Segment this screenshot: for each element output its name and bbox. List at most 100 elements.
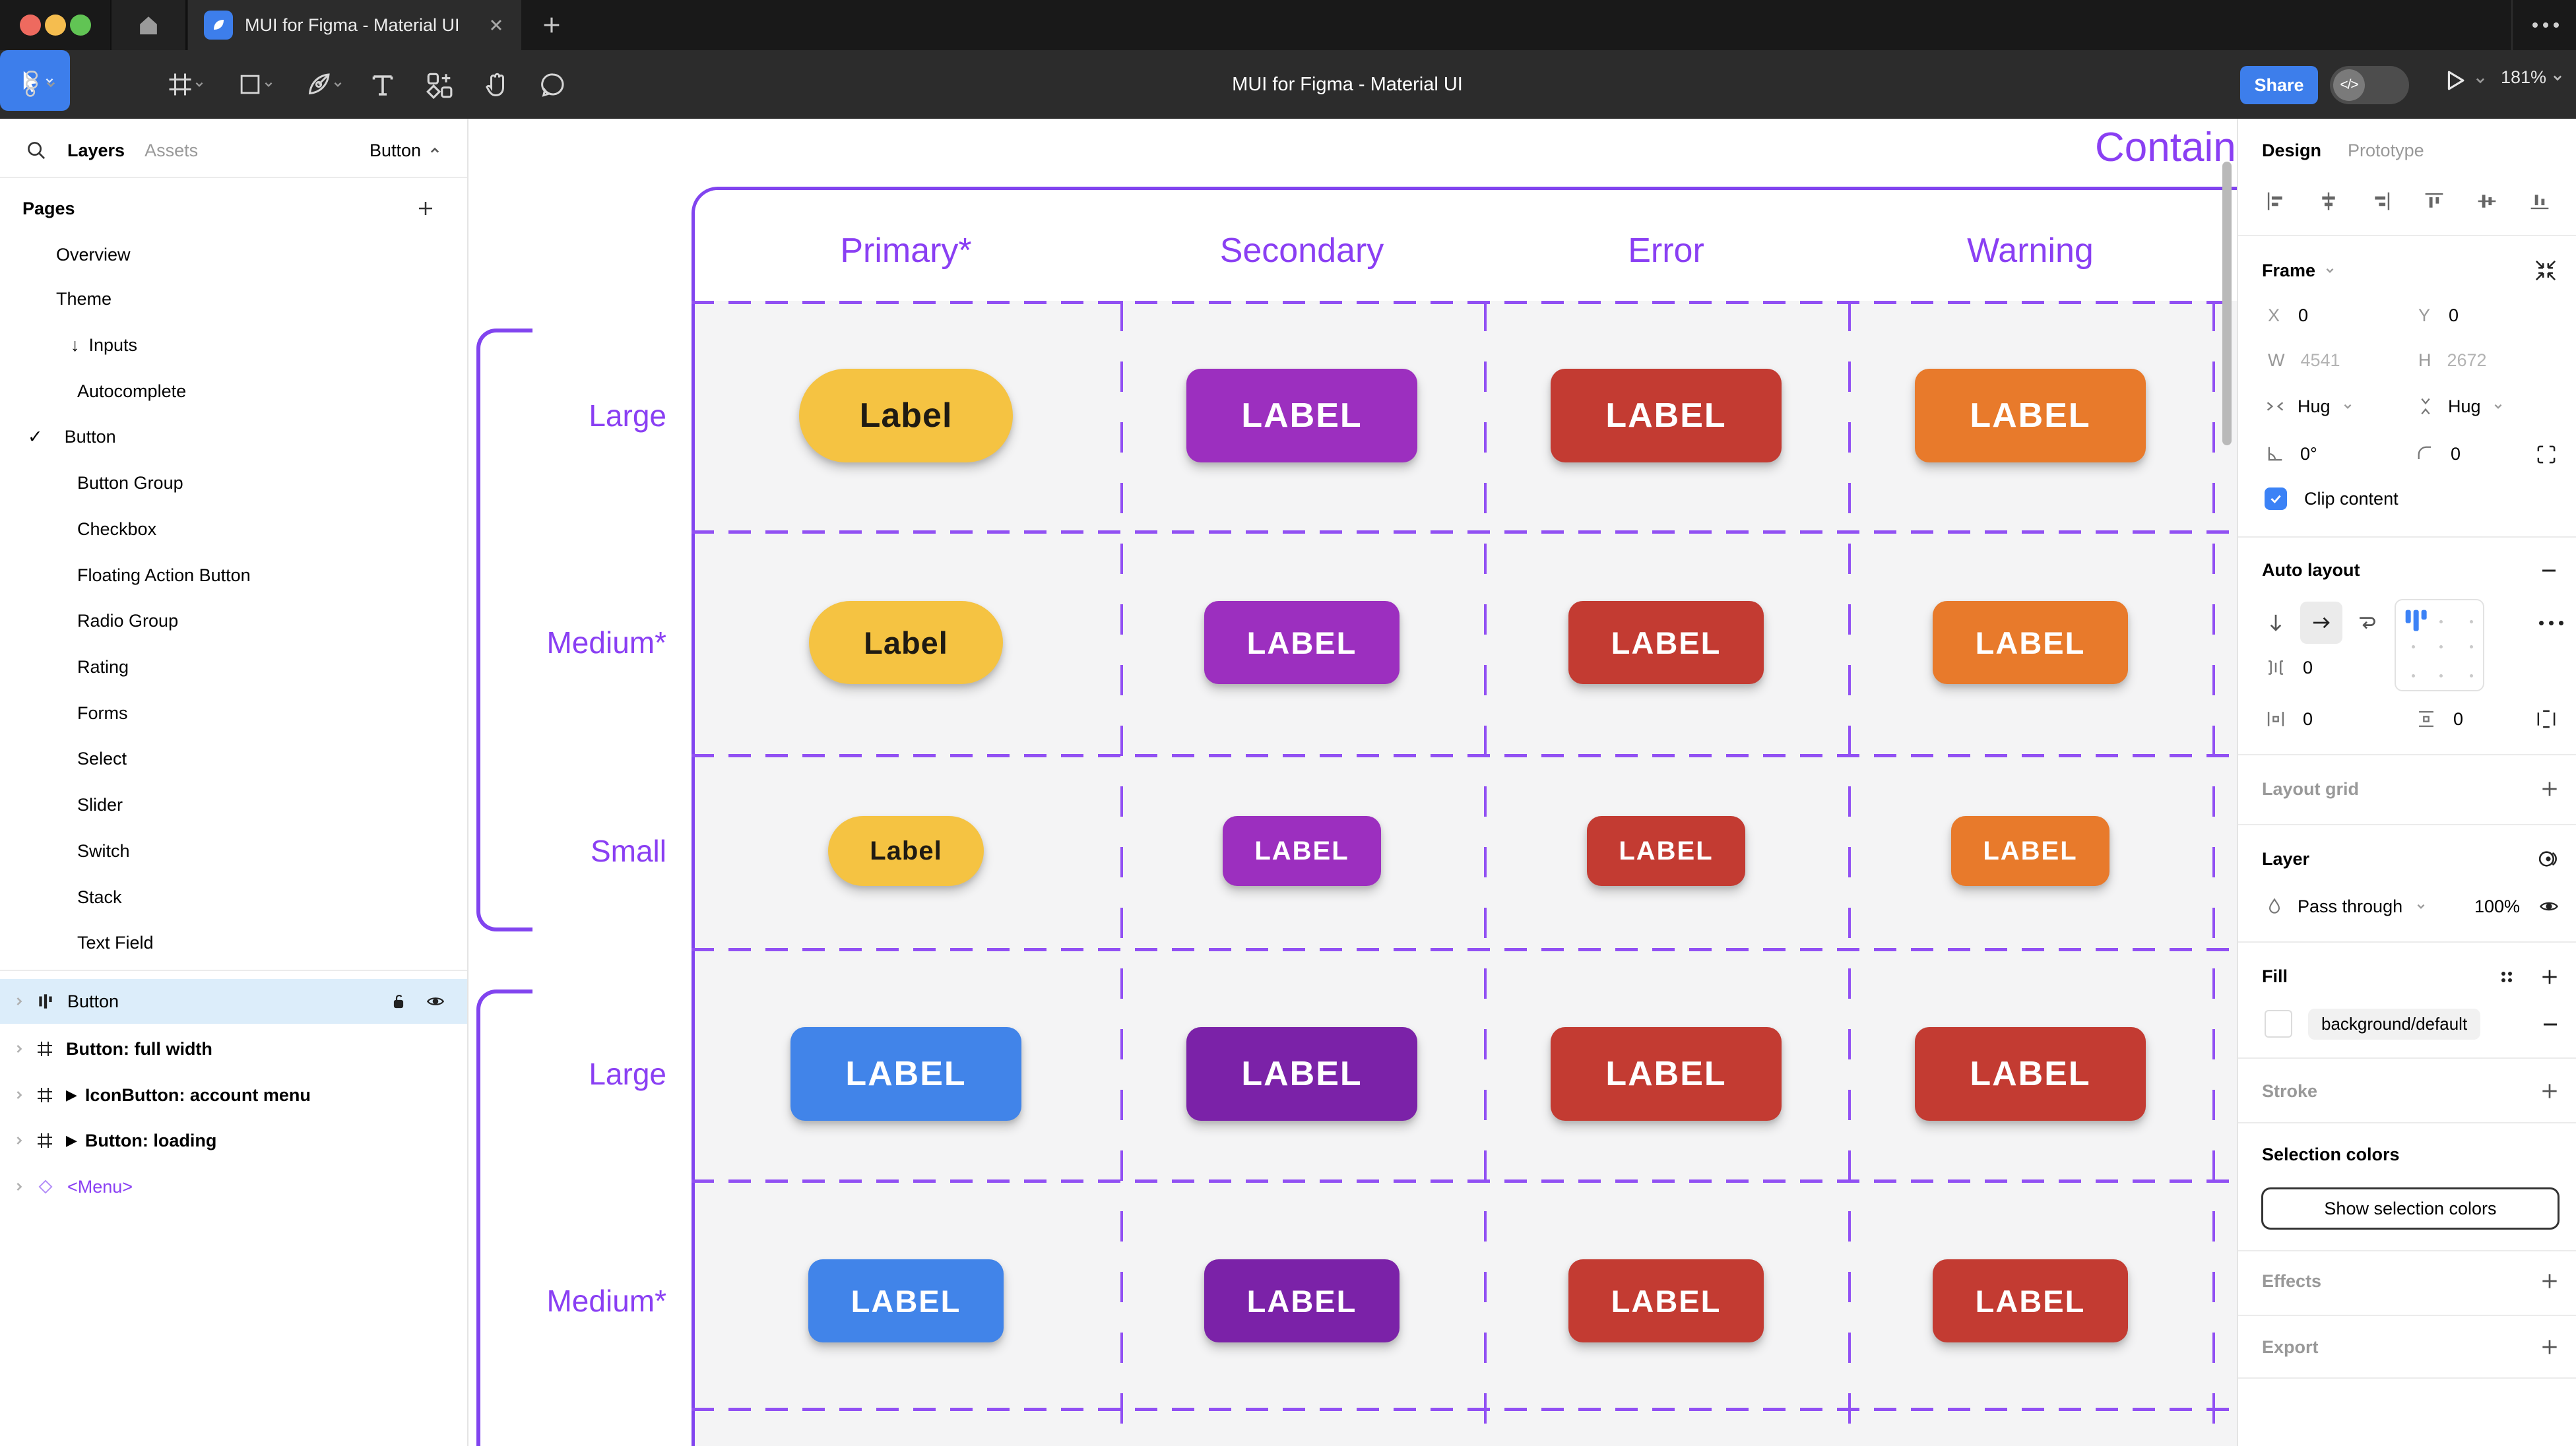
button-primary-large[interactable]: Label (799, 369, 1013, 462)
layer-row-button-full-width[interactable]: Button: full width (13, 1029, 212, 1069)
add-layout-grid-icon[interactable] (2539, 778, 2560, 800)
page-item-floating-action-button[interactable]: Floating Action Button (77, 565, 251, 585)
text-tool[interactable] (360, 50, 406, 119)
button-secondary-medium-2[interactable]: LABEL (1204, 1259, 1400, 1342)
button-primary-small[interactable]: Label (828, 816, 984, 886)
horizontal-sizing-dropdown[interactable]: Hug (2265, 389, 2353, 424)
button-warning-large-2[interactable]: LABEL (1915, 1027, 2146, 1121)
layer-row-button[interactable]: Button (13, 982, 462, 1021)
page-item-text-field[interactable]: Text Field (77, 932, 154, 953)
button-primary-large-2[interactable]: LABEL (790, 1027, 1021, 1121)
dev-mode-toggle[interactable]: </> (2330, 66, 2409, 104)
window-menu-button[interactable] (2526, 9, 2565, 41)
button-error-large[interactable]: LABEL (1551, 369, 1782, 462)
frame-tool[interactable] (157, 50, 214, 119)
align-bottom-icon[interactable] (2528, 190, 2551, 212)
remove-auto-layout-icon[interactable] (2539, 561, 2559, 581)
button-error-large-2[interactable]: LABEL (1551, 1027, 1782, 1121)
button-secondary-large[interactable]: LABEL (1186, 369, 1417, 462)
search-icon[interactable] (25, 139, 48, 162)
page-item-stack[interactable]: Stack (77, 887, 122, 907)
chevron-right-icon[interactable] (13, 1181, 25, 1193)
corner-radius-field[interactable]: 0 (2415, 437, 2461, 471)
alignment-grid[interactable] (2395, 599, 2484, 691)
new-tab-button[interactable] (536, 9, 567, 41)
button-error-medium-2[interactable]: LABEL (1568, 1259, 1764, 1342)
blend-mode-dropdown[interactable]: Pass through (2265, 889, 2426, 924)
direction-vertical-icon[interactable] (2265, 612, 2287, 634)
show-selection-colors-button[interactable]: Show selection colors (2261, 1187, 2560, 1230)
vertical-sizing-dropdown[interactable]: Hug (2415, 389, 2503, 424)
remove-fill-icon[interactable] (2540, 1015, 2560, 1034)
maximize-window-button[interactable] (70, 15, 91, 36)
tab-layers[interactable]: Layers (67, 140, 125, 160)
horizontal-padding-field[interactable]: 0 (2265, 702, 2313, 736)
button-secondary-large-2[interactable]: LABEL (1186, 1027, 1417, 1121)
chevron-right-icon[interactable] (13, 1135, 25, 1147)
page-selector[interactable]: Button (370, 132, 441, 169)
layer-row-menu-instance[interactable]: <Menu> (13, 1167, 133, 1207)
shape-tool[interactable] (227, 50, 284, 119)
item-spacing-field[interactable]: 0 (2265, 650, 2313, 685)
page-item-overview[interactable]: Overview (56, 244, 131, 265)
button-error-small[interactable]: LABEL (1587, 816, 1745, 886)
button-warning-medium[interactable]: LABEL (1933, 601, 2128, 684)
zoom-control[interactable]: 181% (2501, 67, 2572, 88)
checkbox-checked-icon[interactable] (2265, 487, 2287, 510)
page-item-slider[interactable]: Slider (77, 794, 123, 815)
close-tab-icon[interactable] (487, 16, 505, 34)
button-secondary-medium[interactable]: LABEL (1204, 601, 1400, 684)
clip-content-control[interactable]: Clip content (2265, 482, 2399, 516)
pen-tool[interactable] (296, 50, 352, 119)
rotation-field[interactable]: 0° (2265, 437, 2317, 471)
add-page-button[interactable] (416, 190, 435, 227)
tab-prototype[interactable]: Prototype (2348, 140, 2424, 160)
page-item-button[interactable]: ✓ Button (28, 426, 116, 447)
hand-tool[interactable] (470, 50, 523, 119)
align-horizontal-center-icon[interactable] (2317, 190, 2340, 212)
vertical-padding-field[interactable]: 0 (2415, 702, 2463, 736)
direction-horizontal-selected[interactable] (2300, 602, 2342, 644)
align-top-icon[interactable] (2423, 190, 2445, 212)
add-fill-icon[interactable] (2539, 966, 2560, 988)
layer-opacity-field[interactable]: 100% (2474, 896, 2521, 916)
individual-padding-icon[interactable] (2535, 708, 2558, 730)
align-right-icon[interactable] (2370, 190, 2393, 212)
page-item-checkbox[interactable]: Checkbox (77, 519, 157, 539)
chevron-right-icon[interactable] (13, 995, 25, 1007)
unlock-icon[interactable] (389, 991, 408, 1011)
button-warning-small[interactable]: LABEL (1951, 816, 2109, 886)
fill-token[interactable]: background/default (2308, 1008, 2481, 1040)
share-button[interactable]: Share (2240, 66, 2318, 104)
visibility-eye-icon[interactable] (2538, 896, 2560, 917)
page-item-autocomplete[interactable]: Autocomplete (77, 381, 187, 401)
page-item-button-group[interactable]: Button Group (77, 472, 183, 493)
fill-row[interactable]: background/default (2265, 1005, 2481, 1042)
present-button[interactable] (2441, 67, 2486, 94)
individual-corners-icon[interactable] (2535, 443, 2558, 466)
layer-row-button-loading[interactable]: ▶ Button: loading (13, 1121, 216, 1160)
home-tab[interactable] (110, 0, 187, 50)
button-warning-medium-2[interactable]: LABEL (1933, 1259, 2128, 1342)
page-item-theme[interactable]: Theme (56, 288, 112, 309)
button-primary-medium-2[interactable]: LABEL (808, 1259, 1004, 1342)
styles-icon[interactable] (2497, 967, 2517, 987)
blend-mode-icon[interactable] (2536, 847, 2560, 871)
close-window-button[interactable] (20, 15, 41, 36)
main-menu-button[interactable] (15, 50, 61, 119)
fill-color-swatch[interactable] (2265, 1010, 2292, 1038)
document-tab[interactable]: MUI for Figma - Material UI (188, 0, 521, 50)
page-item-radio-group[interactable]: Radio Group (77, 610, 179, 631)
add-stroke-icon[interactable] (2539, 1081, 2560, 1102)
page-item-inputs[interactable]: ↓ Inputs (71, 334, 138, 355)
frame-section-header[interactable]: Frame (2262, 260, 2316, 280)
tab-design[interactable]: Design (2262, 140, 2322, 160)
button-error-medium[interactable]: LABEL (1568, 601, 1764, 684)
wrap-icon[interactable] (2356, 612, 2378, 634)
align-vertical-center-icon[interactable] (2476, 190, 2498, 212)
resources-tool[interactable] (412, 50, 465, 119)
